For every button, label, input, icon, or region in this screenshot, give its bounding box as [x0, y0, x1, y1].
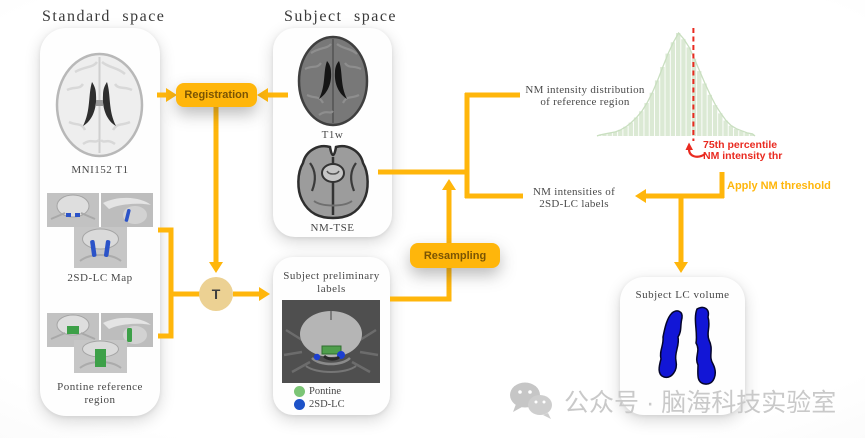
preliminary-title-line2: labels	[317, 283, 346, 295]
t1w-label: T1w	[321, 129, 344, 141]
lc-volume-image	[658, 306, 716, 385]
histogram-bar	[686, 47, 691, 136]
sdlc-map-label: 2SD-LC Map	[67, 272, 133, 284]
watermark-text: 公众号 · 脑海科技实验室	[564, 389, 837, 417]
lc-volume-panel: Subject LC volume	[620, 277, 745, 415]
histogram-bar	[654, 80, 660, 136]
histogram-bar	[660, 66, 665, 136]
lc-left-blob	[658, 310, 683, 379]
nm-distribution-label: NM intensity distribution of reference r…	[525, 84, 645, 108]
histogram-bar	[728, 125, 734, 136]
histogram-bar	[602, 133, 607, 136]
arrowhead-left-registration	[257, 88, 268, 102]
histogram-bar	[749, 133, 755, 136]
lc-volume-title: Subject LC volume	[635, 289, 730, 301]
pontine-label-line2: region	[84, 394, 116, 406]
histogram-bar	[702, 83, 707, 136]
legend-item-pontine: Pontine	[294, 385, 345, 398]
wechat-icon	[510, 382, 552, 419]
legend-item-2sdlc: 2SD-LC	[294, 398, 345, 411]
histogram-bar	[676, 33, 681, 136]
transform-t-node: T	[199, 277, 233, 311]
standard-space-panel: MNI152 T1	[40, 28, 160, 416]
watermark: 公众号 · 脑海科技实验室	[508, 381, 836, 421]
preliminary-labels-panel: Subject preliminary labels Pontine 2SD-L…	[273, 257, 390, 415]
histogram-bar	[633, 117, 639, 136]
histogram-bar	[739, 130, 744, 136]
histogram-bar	[607, 132, 612, 136]
histogram-bar	[644, 103, 649, 136]
sdlc-axial-tile	[47, 193, 99, 227]
nm-histogram	[596, 28, 756, 141]
legend-pontine-label: Pontine	[309, 386, 342, 397]
histogram-bar	[612, 131, 618, 136]
histogram-bar	[639, 111, 644, 136]
histogram-bar	[707, 94, 712, 136]
histogram-bar	[697, 71, 702, 136]
lc-right-blob	[694, 306, 716, 385]
standard-space-title: Standard space	[42, 8, 166, 25]
arrowhead-down-lcvolume	[674, 262, 688, 273]
histogram-bar	[718, 113, 723, 136]
legend-2sdlc-label: 2SD-LC	[309, 399, 345, 410]
histogram-bar	[665, 53, 670, 136]
subject-space-title: Subject space	[284, 8, 398, 25]
histogram-bar	[623, 126, 628, 136]
preliminary-legend: Pontine 2SD-LC	[294, 385, 345, 411]
histogram-bar	[712, 105, 718, 136]
mni152-label: MNI152 T1	[71, 164, 129, 176]
registration-button: Registration	[176, 83, 257, 107]
sdlc-color-dot	[294, 399, 305, 410]
nmtse-label: NM-TSE	[310, 222, 355, 234]
histogram-bar	[744, 132, 749, 136]
brainstem-labels-image	[282, 300, 380, 383]
pontine-color-dot	[294, 386, 305, 397]
histogram-bar	[649, 92, 655, 136]
histogram-bar	[670, 42, 676, 136]
arrowhead-left-intensities	[635, 189, 646, 203]
mni152-t1-brain-image	[55, 52, 144, 158]
preliminary-title-line1: Subject preliminary	[283, 270, 380, 282]
pontine-label-line1: Pontine reference	[57, 381, 143, 393]
histogram-bar	[733, 128, 739, 136]
arrowhead-right-labels	[259, 287, 270, 301]
histogram-bar	[628, 122, 633, 136]
histogram-bar	[618, 129, 623, 136]
histogram-bar	[723, 120, 728, 136]
nmtse-brain-image	[297, 145, 369, 220]
sdlc-sagittal-tile	[101, 193, 153, 227]
arrowhead-down-t	[209, 262, 223, 273]
pontine-coronal-tile	[74, 340, 127, 373]
resampling-button: Resampling	[410, 243, 500, 268]
threshold-annotation: 75th percentile NM intensity thr	[703, 139, 783, 162]
subject-space-panel: T1w NM-TSE	[273, 28, 392, 237]
histogram-outline	[596, 31, 756, 137]
nm-intensities-label: NM intensities of 2SD-LC labels	[532, 186, 616, 210]
t1w-brain-image	[297, 35, 369, 127]
threshold-hook-icon	[685, 142, 706, 158]
histogram-bar	[681, 39, 686, 136]
arrowhead-up-resampling	[442, 179, 456, 190]
sdlc-coronal-tile	[74, 227, 127, 268]
apply-threshold-label: Apply NM threshold	[727, 180, 831, 192]
